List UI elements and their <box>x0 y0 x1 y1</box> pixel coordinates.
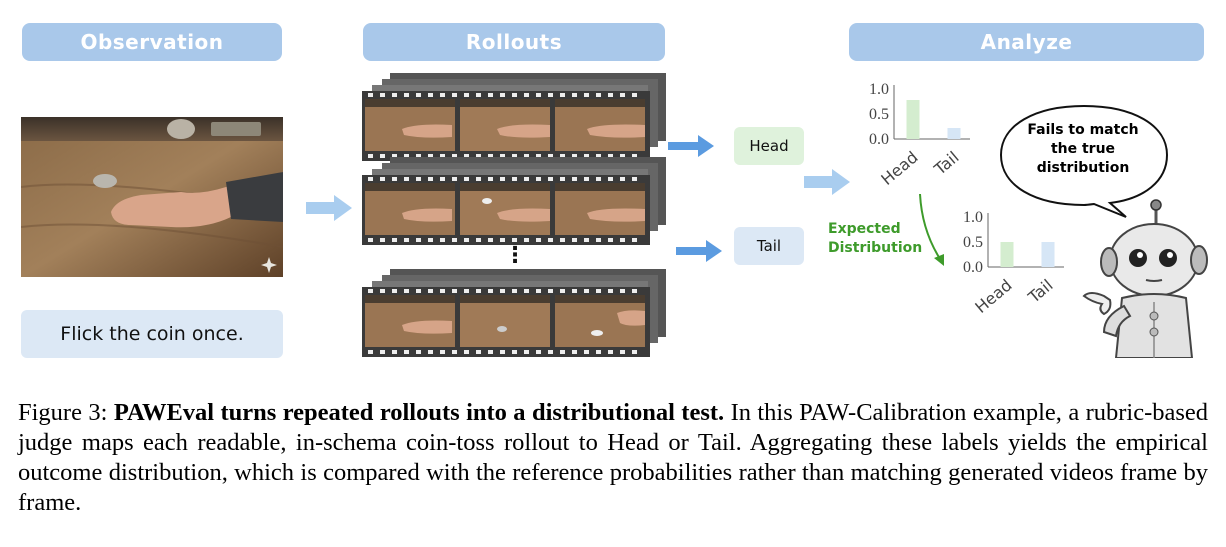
bubble-line-2: the true <box>1050 141 1116 157</box>
observation-image <box>21 117 283 277</box>
x-tick-label-head: Head <box>971 276 1015 317</box>
y-tick-label: 0.5 <box>963 234 983 251</box>
film-strip-stack-2 <box>362 157 666 245</box>
x-tick-label-tail: Tail <box>1024 276 1057 308</box>
bubble-line-3: distribution <box>1036 160 1130 176</box>
robot-illustration <box>1082 199 1208 358</box>
analyze-arrow-icon <box>804 169 850 195</box>
expected-label-line-2: Distribution <box>828 240 923 256</box>
expected-label-line-1: Expected <box>828 221 901 237</box>
bar-head <box>1000 242 1014 267</box>
y-tick-label: 1.0 <box>963 209 983 226</box>
film-strip-stack-1 <box>362 73 666 161</box>
speech-bubble <box>999 104 1169 218</box>
bar-head <box>906 100 920 139</box>
right-arrow-icon <box>306 195 352 221</box>
y-tick-label: 1.0 <box>869 81 889 98</box>
sparkle-icon <box>261 257 277 273</box>
x-tick-label-head: Head <box>877 148 921 189</box>
rollouts-header: Rollouts <box>363 23 665 61</box>
tail-box: Tail <box>734 227 804 265</box>
y-tick-label: 0.0 <box>963 259 983 276</box>
ellipsis-dots: ⋮ <box>504 243 526 268</box>
bar-tail <box>947 128 961 139</box>
speech-bubble-text: Fails to match the true distribution <box>1012 121 1154 178</box>
caption-body: In this PAW-Calibration example, a rubri… <box>18 399 1209 516</box>
analyze-header: Analyze <box>849 23 1204 61</box>
bubble-line-1: Fails to match <box>1027 122 1139 138</box>
y-tick-label: 0.5 <box>869 106 889 123</box>
caption-label: Figure 3: <box>18 399 108 426</box>
head-box: Head <box>734 127 804 165</box>
tail-arrow-icon <box>676 240 722 262</box>
prompt-box: Flick the coin once. <box>21 310 283 358</box>
caption-bold: PAWEval turns repeated rollouts into a d… <box>113 399 725 426</box>
figure-caption: Figure 3: PAWEval turns repeated rollout… <box>18 398 1208 518</box>
x-tick-label-tail: Tail <box>930 148 963 180</box>
bar-tail <box>1041 242 1055 267</box>
film-strip-stack-3 <box>362 269 666 357</box>
expected-distribution-label: Expected Distribution <box>828 220 922 258</box>
y-tick-label: 0.0 <box>869 131 889 148</box>
expected-curve-arrow-icon <box>919 193 944 266</box>
observation-header: Observation <box>22 23 282 61</box>
head-arrow-icon <box>668 135 714 157</box>
